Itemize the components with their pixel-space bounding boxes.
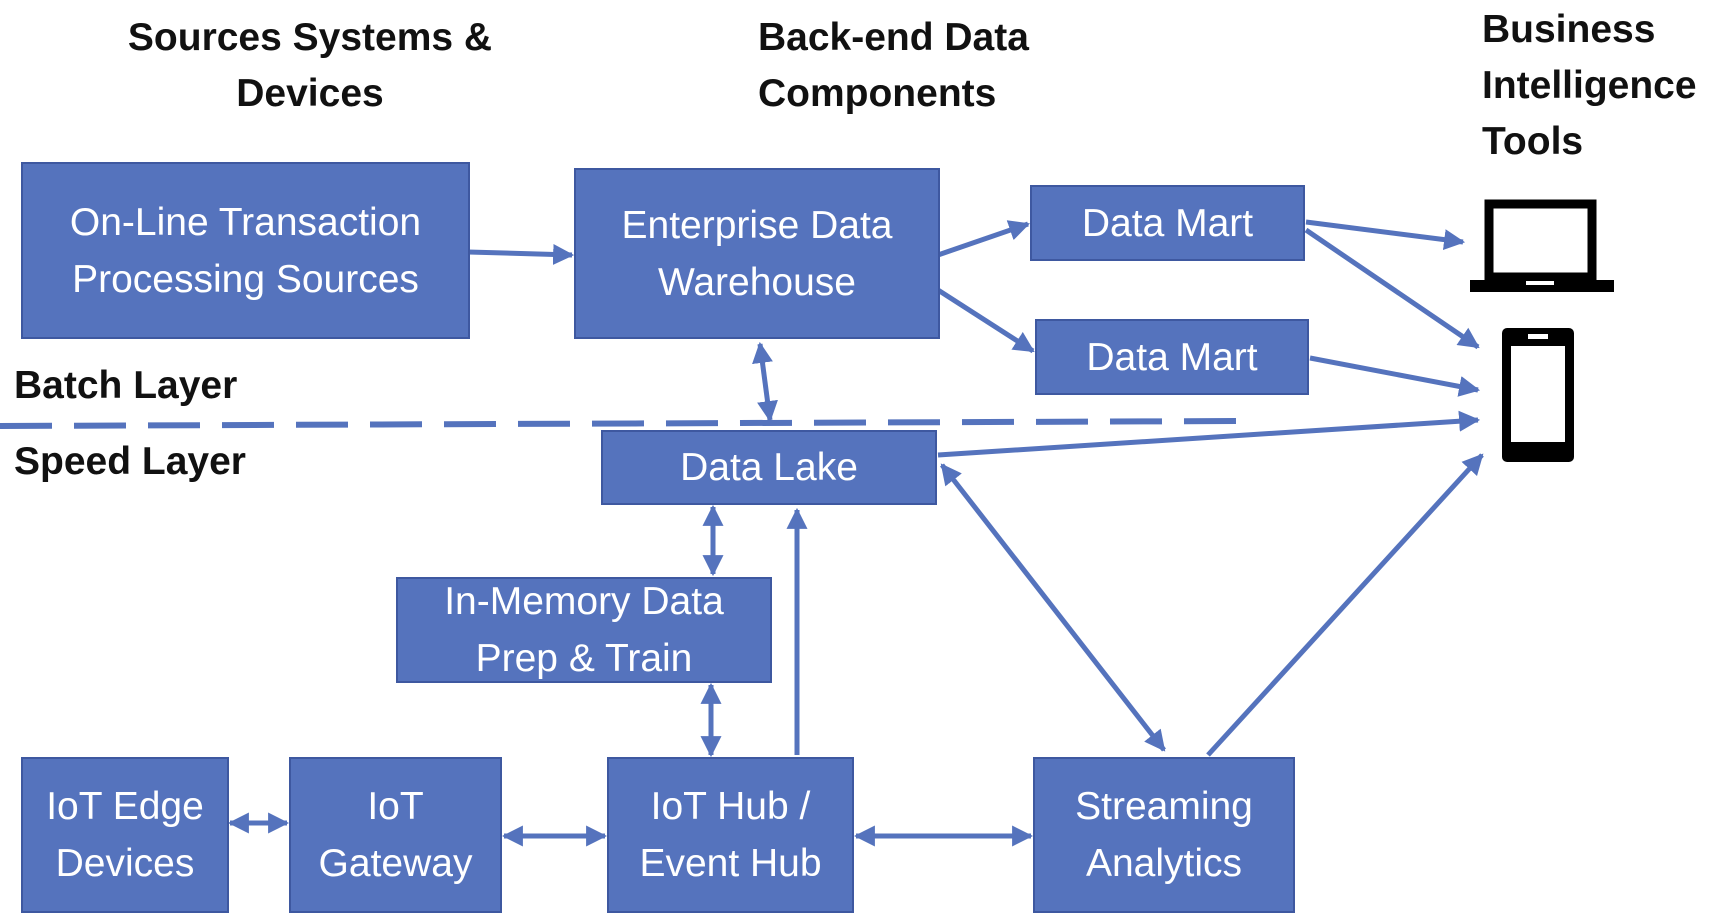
inmemory-line2: Prep & Train: [475, 637, 693, 680]
gateway-line1: IoT: [367, 785, 424, 828]
layer-divider: [0, 418, 1246, 429]
gateway-line2: Gateway: [318, 842, 473, 885]
sources-header-line1: Sources Systems &: [127, 16, 493, 59]
enterprise-data-warehouse-box[interactable]: Enterprise Data Warehouse: [574, 168, 940, 339]
smartphone-icon: [1502, 328, 1574, 462]
bi-header-line3: Tools: [1482, 120, 1584, 163]
arrow-edw-mart1: [937, 220, 1030, 258]
oltp-line2: Processing Sources: [72, 257, 419, 301]
sources-header-line2: Devices: [236, 72, 384, 115]
iot-edge-devices-box[interactable]: IoT Edge Devices: [21, 757, 229, 913]
arrow-mart1-phone: [1304, 227, 1480, 350]
streaming-analytics-box[interactable]: Streaming Analytics: [1033, 757, 1295, 913]
data-mart-box-1[interactable]: Data Mart: [1030, 185, 1305, 261]
edw-line1: Enterprise Data: [621, 203, 893, 247]
backend-header-line2: Components: [758, 72, 997, 115]
data-mart-box-2[interactable]: Data Mart: [1035, 319, 1309, 395]
streaming-line2: Analytics: [1085, 842, 1243, 885]
bi-header-line1: Business: [1482, 8, 1656, 51]
backend-header-line1: Back-end Data: [758, 16, 1029, 59]
edge-line1: IoT Edge: [46, 785, 204, 828]
arrow-mart1-laptop: [1305, 219, 1466, 251]
laptop-icon: [1470, 199, 1614, 292]
bi-header-line2: Intelligence: [1482, 64, 1697, 107]
hub-line2: Event Hub: [639, 842, 822, 885]
backend-header: Back-end Data Components: [758, 10, 1029, 122]
iot-gateway-box[interactable]: IoT Gateway: [289, 757, 502, 913]
arrow-oltp-edw: [467, 243, 575, 265]
edge-line2: Devices: [55, 842, 195, 885]
sources-header: Sources Systems & Devices: [115, 10, 505, 122]
arrow-streaming-phone: [1206, 453, 1484, 757]
arrow-lake-streaming: [940, 463, 1166, 752]
data-mart-2-label: Data Mart: [1086, 335, 1258, 379]
edw-line2: Warehouse: [658, 260, 856, 304]
bi-header: Business Intelligence Tools: [1482, 2, 1697, 170]
data-mart-1-label: Data Mart: [1081, 201, 1254, 245]
batch-layer-label: Batch Layer: [14, 364, 238, 407]
streaming-line1: Streaming: [1075, 785, 1253, 828]
arrow-edw-lake: [752, 341, 778, 423]
arrow-edw-mart2: [936, 287, 1035, 354]
inmemory-line1: In-Memory Data: [444, 580, 724, 623]
oltp-line1: On-Line Transaction: [69, 200, 422, 244]
arrow-mart2-phone: [1309, 355, 1481, 397]
arrow-lake-phone: [937, 410, 1481, 458]
hub-line1: IoT Hub /: [650, 785, 811, 828]
in-memory-data-prep-box[interactable]: In-Memory Data Prep & Train: [396, 577, 772, 683]
iot-hub-event-hub-box[interactable]: IoT Hub / Event Hub: [607, 757, 854, 913]
oltp-sources-box[interactable]: On-Line Transaction Processing Sources: [21, 162, 470, 339]
speed-layer-label: Speed Layer: [14, 440, 246, 483]
data-lake-label: Data Lake: [680, 446, 858, 489]
data-lake-box[interactable]: Data Lake: [601, 430, 937, 505]
